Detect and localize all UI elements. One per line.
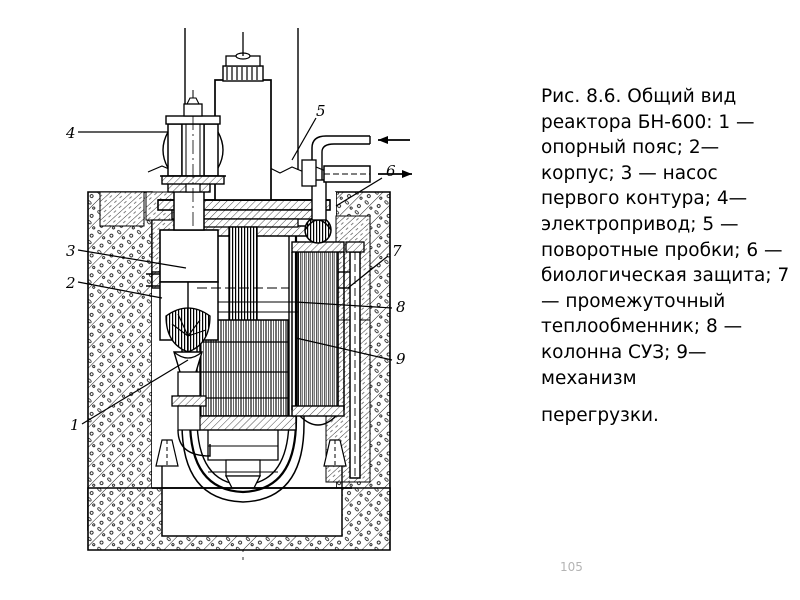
motor-end-bell-left <box>167 123 183 177</box>
leader-line-5 <box>291 117 317 161</box>
leader-line-9 <box>295 337 393 361</box>
motor-cable-gland <box>186 97 200 105</box>
figure-caption-body: Рис. 8.6. Общий вид реактора БН-600: 1 —… <box>541 86 790 389</box>
ihx-lower-head <box>299 415 337 426</box>
flow-arrow-lower <box>378 170 412 178</box>
vessel-support-jack-right <box>323 439 347 467</box>
page-number: 105 <box>560 560 583 574</box>
pipe-support-block <box>301 159 317 187</box>
callout-4: 4 <box>65 124 76 142</box>
flow-arrow-upper <box>378 136 410 144</box>
callout-5: 5 <box>316 102 326 120</box>
reactor-cutaway-figure: 4 3 2 1 5 6 7 8 9 <box>40 20 490 565</box>
vessel-support-jack-left <box>155 439 179 467</box>
shield-wall-left <box>87 191 153 531</box>
core-support-pedestal <box>225 459 261 477</box>
guard-vessel <box>181 250 305 503</box>
figure-caption-tail: перегрузки. <box>541 405 659 427</box>
leader-line-7 <box>347 255 389 289</box>
leader-line-1 <box>81 359 189 425</box>
reactor-vessel-outer <box>188 234 298 494</box>
pump-upper-casing <box>159 229 219 283</box>
shield-fill-upper-left <box>99 191 145 227</box>
motor-terminal-box <box>183 103 203 117</box>
pump-discharge-pipe <box>177 405 201 431</box>
pump-impeller-vanes <box>171 313 207 337</box>
pump-discharge-stem <box>177 371 201 397</box>
pipe-upper-inner <box>321 143 370 180</box>
rotating-plug-inner <box>191 218 299 228</box>
callout-6: 6 <box>386 162 396 180</box>
pipe-upper-outer <box>311 135 370 180</box>
ihx-tubesheet-bottom <box>291 405 345 417</box>
callout-3: 3 <box>66 242 76 260</box>
leader-line-8 <box>295 301 393 309</box>
motor-cap-right <box>217 131 224 169</box>
core-diagrid <box>191 415 297 431</box>
ihx-riser <box>311 179 327 221</box>
callout-labels: 4 3 2 1 5 6 7 8 9 <box>65 102 406 434</box>
core-pedestal-foot <box>224 475 262 489</box>
reactor-diagram-svg: 4 3 2 1 5 6 7 8 9 <box>65 28 412 560</box>
pump-discharge-elbow <box>177 429 211 457</box>
callout-1: 1 <box>70 416 80 434</box>
callout-7: 7 <box>392 242 402 260</box>
leader-line-2 <box>77 281 163 299</box>
foundation-block <box>161 487 343 537</box>
leader-line-6 <box>335 177 383 207</box>
ihx-tube-bundle <box>297 249 339 411</box>
ihx-top-head <box>304 216 332 244</box>
pump-discharge-flange <box>171 395 207 407</box>
pump-penetration <box>173 189 205 231</box>
callout-9: 9 <box>396 350 406 368</box>
refuelling-mechanism-head <box>345 241 365 253</box>
motor-cap-left <box>162 131 169 169</box>
cuz-column-head-ribs <box>226 67 258 80</box>
figure-caption: Рис. 8.6. Общий вид реактора БН-600: 1 —… <box>541 84 791 429</box>
callout-2: 2 <box>65 274 76 292</box>
callout-8: 8 <box>396 298 406 316</box>
leader-line-3 <box>77 249 187 269</box>
motor-end-bell-right <box>203 123 219 177</box>
